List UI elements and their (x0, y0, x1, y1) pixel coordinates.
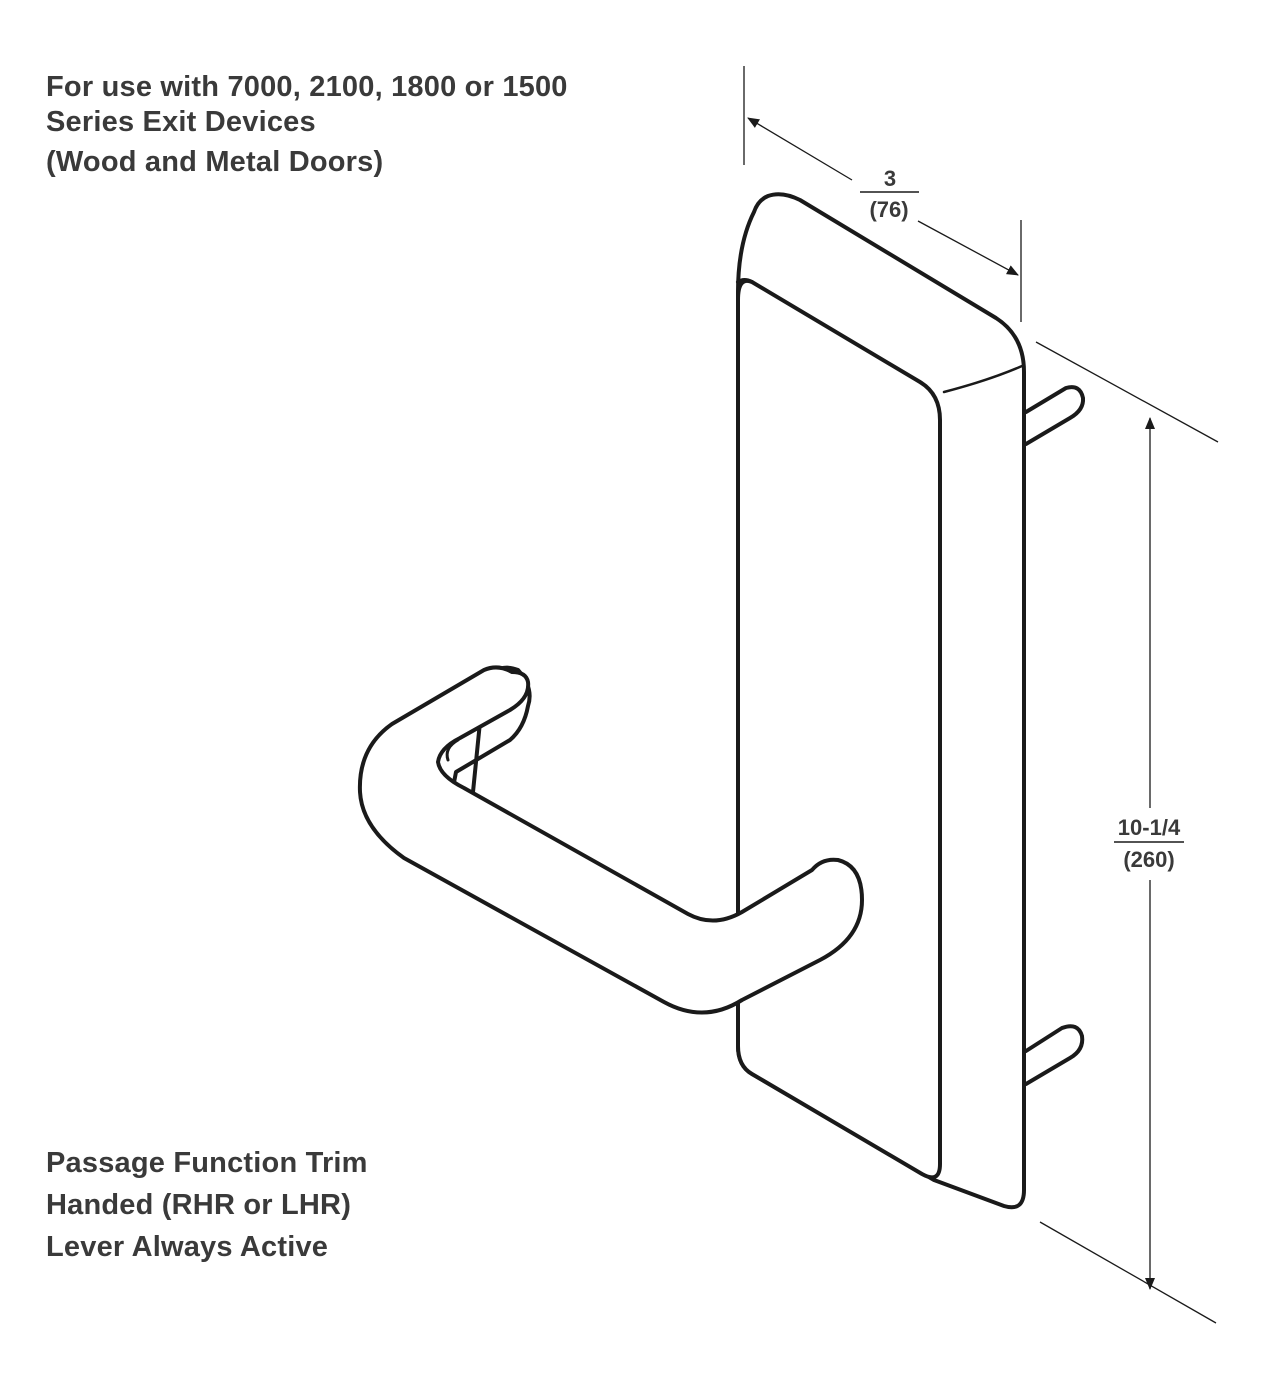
product-description: For use with 7000, 2100, 1800 or 1500 Se… (46, 70, 568, 180)
function-description: Passage Function Trim Handed (RHR or LHR… (46, 1142, 368, 1268)
height-dimension-mm: (260) (1123, 847, 1174, 872)
handing-note: Handed (RHR or LHR) (46, 1189, 352, 1221)
lever-handle (357, 665, 864, 1015)
width-dimension-inches: 3 (884, 166, 896, 191)
function-title: Passage Function Trim (46, 1147, 368, 1179)
width-arrow-left (747, 117, 853, 181)
height-dimension-inches: 10-1/4 (1118, 815, 1181, 840)
lever-note: Lever Always Active (46, 1231, 329, 1263)
door-type-line: (Wood and Metal Doors) (46, 146, 384, 178)
escutcheon-plate-face (736, 278, 942, 1180)
mounting-stud-top (1024, 385, 1086, 446)
height-extension-bottom (1039, 1221, 1217, 1324)
mounting-stud-bottom (1024, 1024, 1085, 1086)
width-dimension-mm: (76) (869, 197, 908, 222)
plate-corner-curve (942, 364, 1024, 394)
compatibility-line: For use with 7000, 2100, 1800 or 1500 (46, 71, 568, 103)
series-line: Series Exit Devices (46, 106, 316, 138)
height-extension-top (1035, 341, 1219, 443)
width-arrow-right (917, 220, 1019, 276)
